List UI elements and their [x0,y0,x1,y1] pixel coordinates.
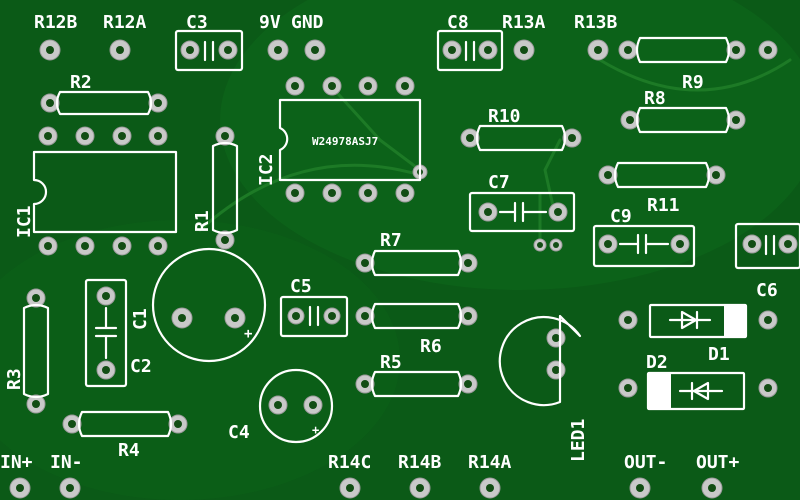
label-in-plus: IN+ [0,452,33,473]
cap-plus-sign: + [244,326,252,342]
label-r12a: R12A [103,12,147,33]
label-out-plus: OUT+ [696,452,740,473]
label-c6: C6 [756,280,778,301]
chip-marking: W24978ASJ7 [312,135,378,148]
label-r2: R2 [70,72,92,93]
label-r11: R11 [647,195,680,216]
cap4-plus-sign: + [312,423,319,437]
label-r7: R7 [380,230,402,251]
label-r4: R4 [118,440,140,461]
label-r13a: R13A [502,12,546,33]
solder-pads [9,39,798,499]
label-in-minus: IN- [50,452,83,473]
label-r10: R10 [488,106,521,127]
label-ic1: IC1 [14,205,35,238]
label-c8: C8 [447,12,469,33]
label-r8: R8 [644,88,666,109]
label-out-minus: OUT- [624,452,667,473]
label-c2: C2 [130,356,152,377]
label-r5: R5 [380,352,402,373]
label-9v: 9V [259,12,281,33]
traces [198,58,792,242]
label-gnd: GND [291,12,324,33]
label-r14b: R14B [398,452,442,473]
label-r14a: R14A [468,452,512,473]
label-r12b: R12B [34,12,78,33]
label-c5: C5 [290,276,312,297]
label-ic2: IC2 [256,153,277,186]
label-c9: C9 [610,206,632,227]
label-led1: LED1 [568,419,589,462]
label-r6: R6 [420,336,442,357]
silkscreen-outlines [22,29,800,444]
silkscreen-labels: R12B R12A C3 9V GND C8 R13A R13B R2 R9 R… [0,12,778,473]
label-r3: R3 [4,368,25,390]
label-r13b: R13B [574,12,618,33]
label-r1: R1 [192,210,213,232]
label-c4: C4 [228,422,250,443]
label-r14c: R14C [328,452,371,473]
label-c3: C3 [186,12,208,33]
label-d1: D1 [708,344,730,365]
label-c1: C1 [130,308,151,330]
label-r9: R9 [682,72,704,93]
label-d2: D2 [646,352,668,373]
label-c7: C7 [488,172,510,193]
